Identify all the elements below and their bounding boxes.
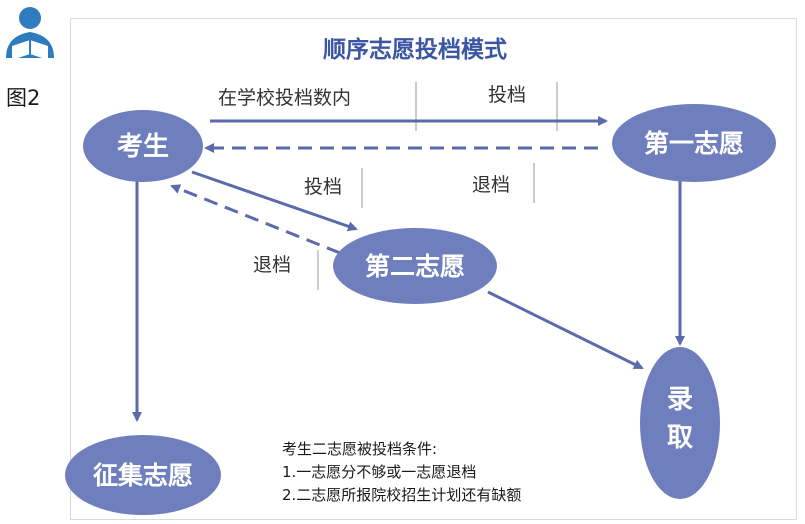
node-admit-label: 录 bbox=[667, 385, 693, 415]
reader-icon bbox=[6, 7, 54, 60]
node-solicit-label: 征集志愿 bbox=[93, 461, 193, 490]
condition-item: 2.二志愿所报院校招生计划还有缺额 bbox=[282, 486, 522, 504]
node-second-choice-label: 第二志愿 bbox=[365, 252, 465, 281]
node-admit-label-line2: 取 bbox=[667, 423, 693, 453]
node-solicit: 征集志愿 bbox=[65, 435, 221, 515]
edge-label-submit-second: 投档 bbox=[304, 176, 342, 198]
condition-item: 1.一志愿分不够或一志愿退档 bbox=[282, 463, 477, 481]
node-candidate-label: 考生 bbox=[117, 132, 169, 162]
node-admit: 录 bbox=[640, 347, 720, 499]
edge-label-submit-first: 投档 bbox=[488, 84, 526, 106]
node-candidate: 考生 bbox=[83, 110, 203, 182]
condition-note: 考生二志愿被投档条件: 1.一志愿分不够或一志愿退档 2.二志愿所报院校招生计划… bbox=[282, 438, 521, 507]
edge-label-return-second: 退档 bbox=[253, 254, 291, 276]
diagram-title: 顺序志愿投档模式 bbox=[323, 37, 507, 63]
edge-label-within-count: 在学校投档数内 bbox=[218, 87, 351, 109]
node-first-choice-label: 第一志愿 bbox=[644, 129, 744, 158]
arrow-candidate-to-second bbox=[191, 170, 358, 232]
figure-label: 图2 bbox=[6, 86, 41, 110]
node-first-choice: 第一志愿 bbox=[612, 104, 776, 182]
separator-lines bbox=[317, 82, 558, 290]
arrow-second-return bbox=[170, 184, 341, 255]
arrow-second-to-admit bbox=[487, 290, 644, 370]
node-second-choice: 第二志愿 bbox=[333, 228, 497, 304]
condition-note-heading: 考生二志愿被投档条件: bbox=[282, 440, 438, 458]
edge-label-return-first: 退档 bbox=[472, 174, 510, 196]
diagram-frame bbox=[70, 18, 797, 520]
